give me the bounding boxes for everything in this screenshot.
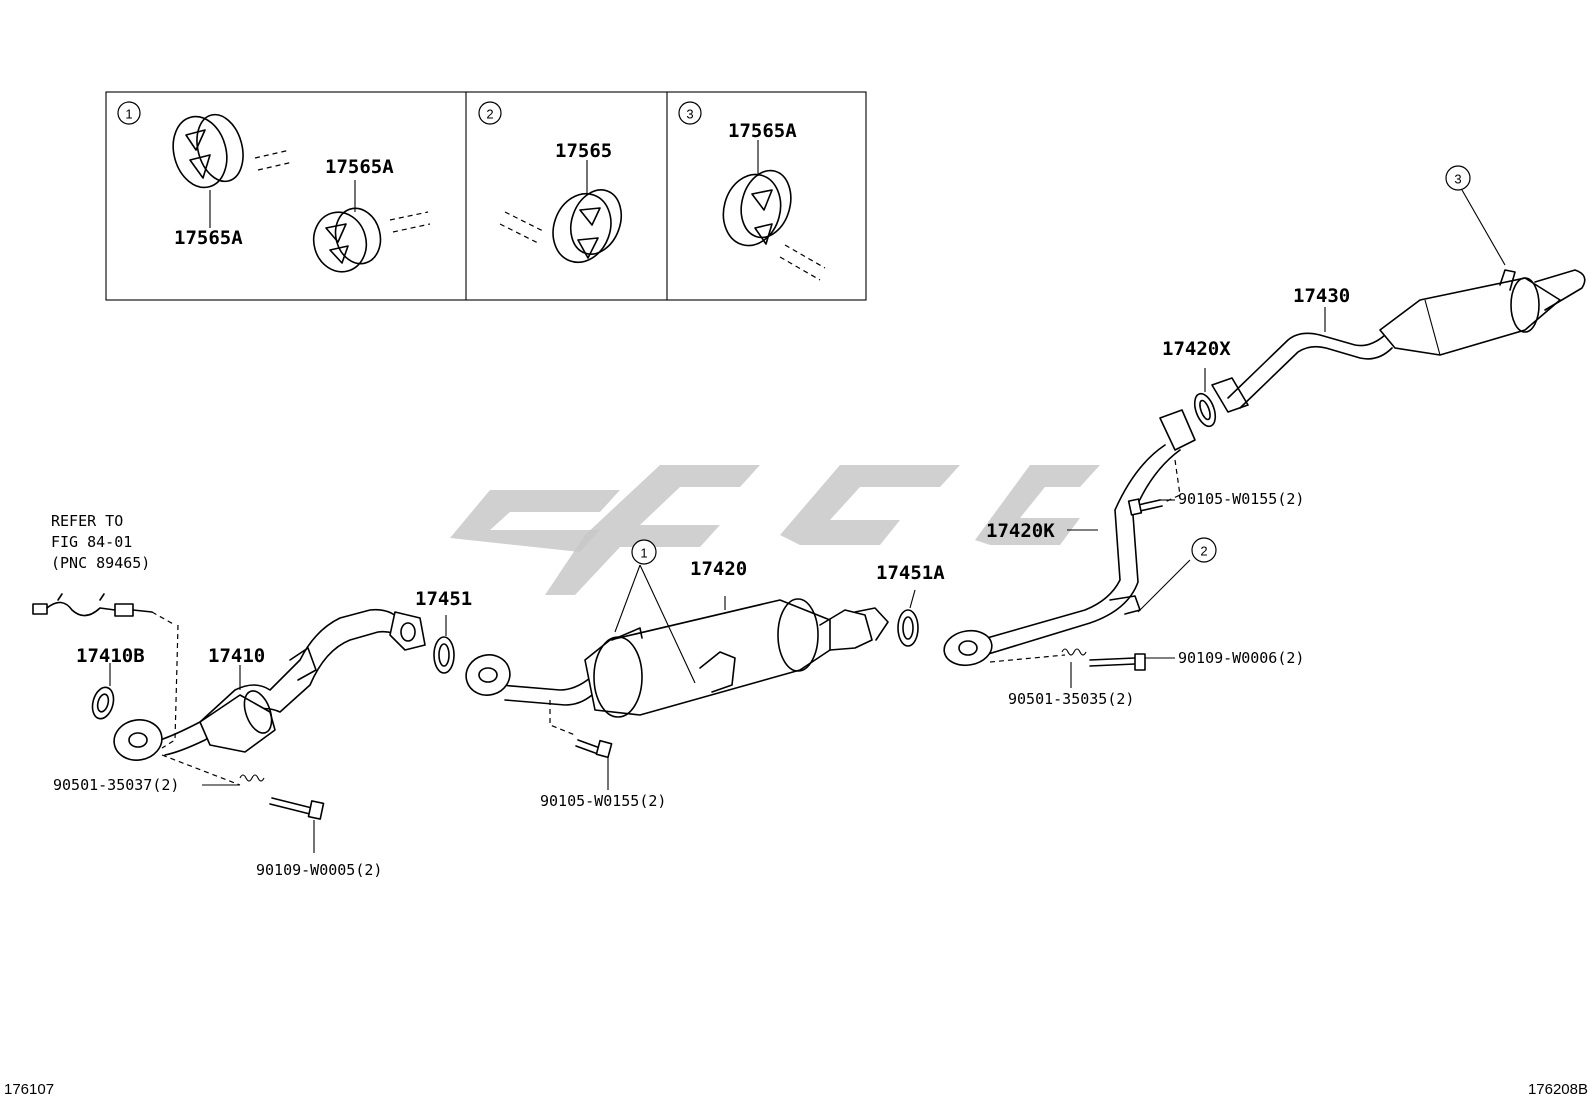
- spring-90501-left: [202, 774, 265, 786]
- detail-3-hanger: [722, 140, 826, 281]
- label-17451: 17451: [415, 588, 472, 610]
- callout-3-box: 3: [678, 101, 702, 125]
- front-converter-17420: [465, 596, 889, 736]
- gasket-17410b: [91, 663, 115, 720]
- label-detail1-bottom: 17565A: [174, 227, 243, 249]
- callout-2-box-text: 2: [486, 107, 493, 122]
- label-17420x: 17420X: [1162, 338, 1231, 360]
- callout-1-box-text: 1: [125, 107, 132, 122]
- label-17420k: 17420K: [986, 520, 1055, 542]
- label-90109-right: 90109-W0006(2): [1178, 649, 1304, 667]
- callout-3-box-text: 3: [686, 107, 693, 122]
- refer-note: REFER TO FIG 84-01 (PNC 89465): [51, 512, 150, 572]
- label-90501-left: 90501-35037(2): [53, 776, 179, 794]
- callout-3-main-text: 3: [1454, 172, 1461, 187]
- gasket-17451a: [897, 589, 919, 647]
- label-detail1-top: 17565A: [325, 156, 394, 178]
- gasket-17451: [433, 615, 455, 674]
- front-pipe-17410: [113, 608, 426, 786]
- callout-1-box: 1: [117, 101, 141, 125]
- refer-note-line-2: FIG 84-01: [51, 533, 132, 551]
- detail-2-hanger: [499, 160, 623, 264]
- label-90105-right: 90105-W0155(2): [1178, 490, 1304, 508]
- refer-note-line-3: (PNC 89465): [51, 554, 150, 572]
- gasket-17420x: [1193, 368, 1217, 428]
- label-17420: 17420: [690, 558, 747, 580]
- footer-left-code: 176107: [4, 1081, 54, 1098]
- callout-1-main: 1: [631, 539, 657, 565]
- bolt-90105-center: [575, 739, 613, 790]
- hanger-detail-boxes: [105, 91, 867, 301]
- callout-3-main: 3: [1445, 165, 1471, 191]
- label-leaders: [1067, 189, 1506, 659]
- label-17410: 17410: [208, 645, 265, 667]
- label-90105-center: 90105-W0155(2): [540, 792, 666, 810]
- label-17451a: 17451A: [876, 562, 945, 584]
- detail-1-hangers: [172, 113, 431, 273]
- refer-note-line-1: REFER TO: [51, 512, 123, 530]
- callout-1-leaders: [614, 564, 696, 684]
- callout-2-main: 2: [1191, 537, 1217, 563]
- bolt-90105-right: [1127, 498, 1163, 516]
- bolt-90109-right: [1089, 653, 1146, 671]
- label-90109-left: 90109-W0005(2): [256, 861, 382, 879]
- callout-2-main-text: 2: [1200, 544, 1207, 559]
- footer-right-code: 176208B: [1528, 1081, 1588, 1098]
- label-17410b: 17410B: [76, 645, 145, 667]
- bolt-90109-left: [269, 797, 325, 853]
- watermark-logo: [450, 465, 1100, 595]
- label-17430: 17430: [1293, 285, 1350, 307]
- label-detail3: 17565A: [728, 120, 797, 142]
- rear-muffler-17430: [1211, 269, 1586, 413]
- callout-2-box: 2: [478, 101, 502, 125]
- oxygen-sensor: [32, 593, 176, 626]
- label-90501-right: 90501-35035(2): [1008, 690, 1134, 708]
- spring-90501-right: [1061, 648, 1087, 688]
- callout-1-main-text: 1: [640, 546, 647, 561]
- label-detail2: 17565: [555, 140, 612, 162]
